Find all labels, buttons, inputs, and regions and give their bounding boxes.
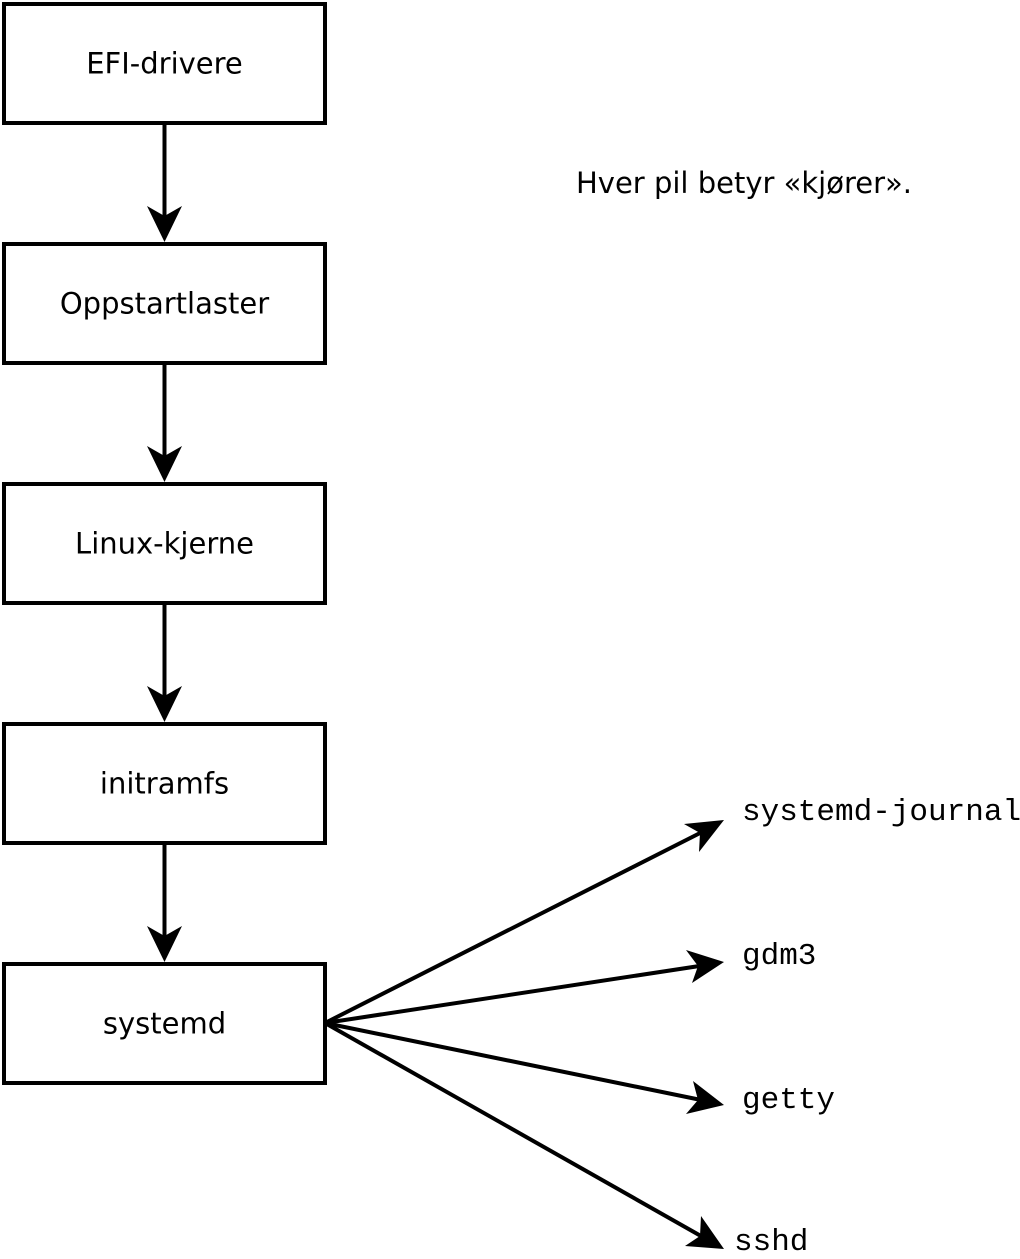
arrow-head: [147, 926, 182, 962]
arrow-kernel-to-initramfs: [147, 603, 182, 722]
chain-box-initramfs: initramfs: [2, 722, 327, 845]
arrow-head: [684, 820, 724, 852]
arrow-head: [147, 686, 182, 722]
arrow-shaft: [324, 1021, 709, 1242]
chain-box-efi-drivere: EFI-drivere: [2, 2, 327, 125]
arrow-bootloader-to-kernel: [147, 363, 182, 482]
arrow-head: [686, 1081, 724, 1114]
arrow-head: [685, 1216, 724, 1249]
arrow-efi-to-bootloader: [147, 123, 182, 242]
arrow-shaft: [324, 827, 709, 1025]
chain-box-linux-kjerne: Linux-kjerne: [2, 482, 327, 605]
chain-box-label: initramfs: [100, 767, 229, 801]
chain-box-oppstartlaster: Oppstartlaster: [2, 242, 327, 365]
chain-box-frame: [2, 2, 327, 125]
process-label-systemd-journald: systemd-journald: [742, 795, 1020, 830]
process-label-sshd: sshd: [734, 1225, 808, 1259]
arrow-shaft: [324, 963, 707, 1025]
arrow-head: [147, 446, 182, 482]
chain-box-systemd: systemd: [2, 962, 327, 1085]
arrow-shaft: [324, 1021, 707, 1103]
chain-box-label: EFI-drivere: [86, 47, 243, 81]
arrow-initramfs-to-systemd: [147, 843, 182, 962]
arrow-head: [147, 206, 182, 242]
arrow-systemd-to-getty: [324, 1021, 724, 1114]
chain-box-frame: [2, 962, 327, 1085]
chain-box-label: Linux-kjerne: [75, 527, 254, 561]
arrow-systemd-to-journald: [324, 820, 724, 1025]
chain-box-label: Oppstartlaster: [60, 287, 269, 321]
chain-box-frame: [2, 722, 327, 845]
chain-box-label: systemd: [103, 1007, 226, 1041]
arrow-systemd-to-gdm3: [324, 950, 724, 1025]
arrow-systemd-to-sshd: [324, 1021, 724, 1249]
arrow-head: [686, 950, 724, 983]
process-label-gdm3: gdm3: [742, 939, 816, 974]
legend-note: Hver pil betyr «kjører».: [576, 166, 912, 200]
chain-box-frame: [2, 242, 327, 365]
process-label-getty: getty: [742, 1083, 835, 1118]
